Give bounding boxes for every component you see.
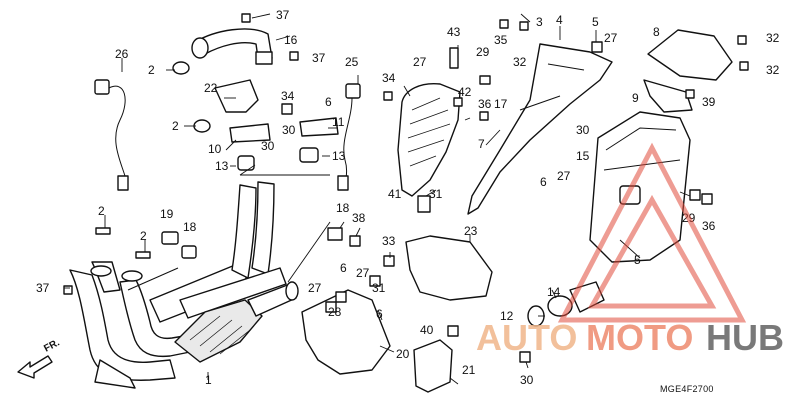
watermark-text-hub: HUB — [706, 317, 784, 358]
exhaust-pipe-assembly — [69, 181, 299, 389]
callout-6a: 6 — [325, 95, 332, 109]
callout-32a: 32 — [766, 31, 780, 45]
callout-40: 40 — [420, 323, 434, 337]
callout-22: 22 — [204, 81, 218, 95]
callout-3: 3 — [536, 15, 543, 29]
callout-35: 35 — [494, 33, 508, 47]
callout-6c: 6 — [376, 307, 383, 321]
muffler-bracket-group — [643, 29, 749, 113]
callout-20: 20 — [396, 347, 410, 361]
small-hardware-left — [63, 227, 395, 295]
callout-39: 39 — [702, 95, 716, 109]
callout-27c: 27 — [604, 31, 618, 45]
callout-10: 10 — [208, 142, 222, 156]
callout-26: 27 — [413, 55, 427, 69]
callout-32b: 32 — [766, 63, 780, 77]
callout-15: 16 — [284, 33, 298, 47]
callout-29a: 29 — [476, 45, 490, 59]
callout-7: 7 — [478, 137, 485, 151]
callout-30c: 30 — [576, 123, 590, 137]
callout-43: 43 — [447, 25, 461, 39]
front-direction-arrow: FR. — [17, 337, 62, 379]
callout-12: 12 — [500, 309, 514, 323]
callout-30d: 30 — [520, 373, 534, 387]
diagram-code: MGE4F2700 — [660, 384, 714, 394]
callout-27a: 27 — [356, 266, 370, 280]
callout-41: 41 — [388, 187, 402, 201]
callout-30a: 30 — [282, 123, 296, 137]
direction-label: FR. — [42, 337, 62, 354]
callout-30b: 30 — [261, 139, 275, 153]
callout-1: 1 — [205, 373, 212, 387]
callout-21: 21 — [462, 363, 476, 377]
callout-14: 14 — [547, 285, 561, 299]
heat-shield-group — [383, 19, 613, 215]
callout-25: 26 — [115, 47, 129, 61]
sensor-cables — [94, 79, 361, 283]
callout-42: 42 — [458, 85, 472, 99]
callout-2c: 2 — [98, 204, 105, 218]
callout-18b: 18 — [336, 201, 350, 215]
callout-33: 33 — [382, 234, 396, 248]
callout-31c: 32 — [513, 55, 527, 69]
callout-5: 5 — [634, 253, 641, 267]
callout-36: 36 — [702, 219, 716, 233]
watermark-triangle — [557, 142, 747, 323]
callout-37b: 37 — [312, 51, 326, 65]
callout-8: 8 — [653, 25, 660, 39]
watermark-inner-triangle — [587, 194, 717, 309]
callout-2d: 2 — [140, 229, 147, 243]
callout-6e: 6 — [540, 175, 547, 189]
callout-13a: 13 — [332, 149, 346, 163]
callout-37a: 37 — [276, 8, 290, 22]
callout-11: 11 — [332, 115, 345, 129]
callout-16: 17 — [494, 97, 508, 111]
callout-18a: 18 — [183, 220, 197, 234]
callout-2b: 2 — [172, 119, 179, 133]
callout-28: 28 — [328, 305, 342, 319]
callout-34c: 36 — [478, 97, 492, 111]
lower-brackets — [301, 195, 531, 393]
callout-38: 38 — [352, 211, 366, 225]
callout-24: 25 — [345, 55, 359, 69]
callout-9: 9 — [632, 91, 639, 105]
callout-19: 19 — [160, 207, 174, 221]
watermark: AUTO MOTO HUB — [476, 142, 784, 358]
callout-17: 15 — [576, 149, 590, 163]
callout-31b: 31 — [429, 187, 443, 201]
callout-2a: 2 — [148, 63, 155, 77]
callout-6d: 5 — [592, 15, 599, 29]
callout-34a: 34 — [281, 89, 295, 103]
watermark-text-auto: AUTO — [476, 317, 577, 358]
callout-27b: 27 — [308, 281, 322, 295]
leader-lines — [64, 13, 691, 385]
callout-23: 23 — [464, 224, 478, 238]
callout-labels: 37 16 37 2 26 22 2 34 25 6 30 11 10 30 1… — [36, 8, 780, 387]
callout-4: 4 — [556, 13, 563, 27]
callout-13b: 13 — [215, 159, 229, 173]
upper-pipe-group — [172, 13, 339, 176]
callout-27d: 27 — [557, 169, 571, 183]
callout-31a: 31 — [372, 281, 386, 295]
callout-37c: 37 — [36, 281, 50, 295]
callout-6b: 6 — [340, 261, 347, 275]
watermark-text-moto: MOTO — [586, 317, 693, 358]
callout-34b: 34 — [382, 71, 396, 85]
